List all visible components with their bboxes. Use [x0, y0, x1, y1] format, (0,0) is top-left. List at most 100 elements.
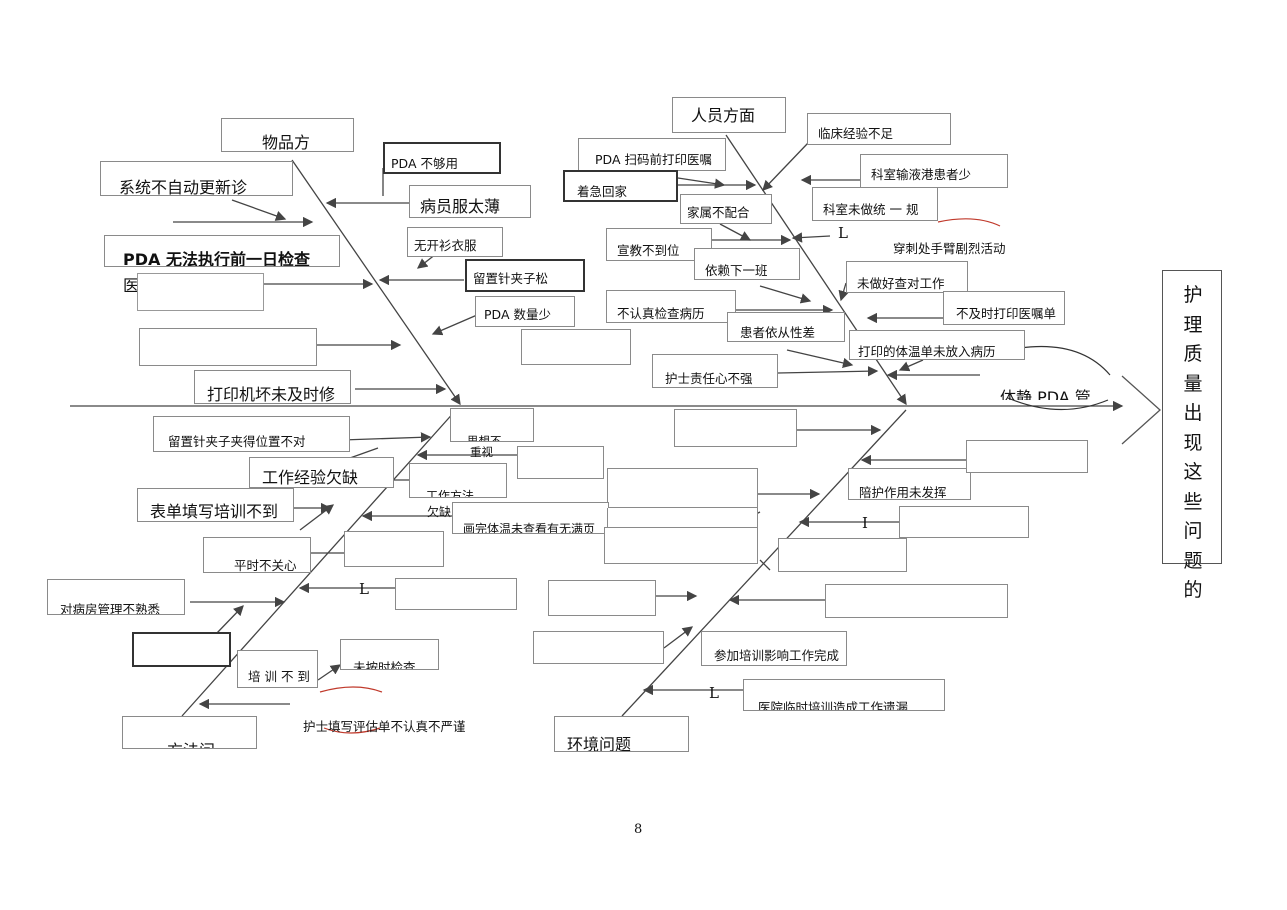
box-rely-next-shift: 依赖下一班 [694, 248, 800, 280]
box-no-check-verify: 未做好查对工作 [846, 261, 968, 293]
box-pda-not-enough: PDA 不够用 [383, 142, 501, 174]
sub-arrow [677, 177, 726, 189]
box-training-affects-work: 参加培训影响工作完成 [701, 631, 847, 666]
box-form-training-lacking: 表单填写培训不到 [137, 488, 294, 522]
text-arm-activity: 穿刺处手臂剧烈活动 [893, 241, 1006, 256]
box-low-responsibility: 护士责任心不强 [652, 354, 778, 388]
sub-arrow [349, 447, 379, 459]
hand-curve [1019, 345, 1111, 376]
head-char: 理 [1183, 313, 1203, 336]
category-environment: 环境问题 [554, 716, 689, 752]
box-blank [825, 584, 1008, 618]
box-blank [548, 580, 656, 616]
effect-head-box: 护理质量出现这些问题的 [1162, 270, 1222, 601]
box-work-method: 工作方法 [409, 463, 507, 498]
head-char: 问 [1183, 520, 1203, 542]
box-blank [137, 273, 264, 311]
text-body-pda-partial: 体静 PDA 管 [1000, 388, 1091, 400]
effect-head-text: 护理质量出现这些问题的 [1163, 281, 1223, 606]
head-char: 量 [1183, 372, 1203, 395]
box-system-no-auto-refresh: 系统不自动更新诊 [100, 161, 293, 196]
box-temp-chart-pages: 画完体温未查看有无满页 [452, 502, 609, 534]
sub-arrow [838, 282, 849, 302]
box-blank [778, 538, 907, 572]
head-char: 些 [1183, 490, 1203, 513]
sub-arrow [777, 365, 879, 377]
box-hurry-home: 着急回家 [563, 170, 678, 202]
head-char: 这 [1183, 461, 1203, 483]
box-printer-broken: 打印机坏未及时修 [194, 370, 351, 404]
box-usual-indifferent: 平时不关心 [203, 537, 311, 573]
box-pda-cannot-execute: PDA 无法执行前一日检查 [104, 235, 340, 267]
text-work-method-line2: 欠缺 [427, 505, 452, 519]
bone-materials [291, 159, 461, 406]
head-char: 护 [1183, 284, 1203, 306]
hand-curve [1007, 397, 1109, 411]
box-needle-clip-loose: 留置针夹子松 [465, 259, 585, 292]
sub-arrow [791, 232, 831, 243]
head-char: 现 [1183, 431, 1203, 454]
box-blank [966, 440, 1088, 473]
box-ward-mgmt-unfamiliar: 对病房管理不熟悉 [47, 579, 185, 615]
hand-mark: L [838, 224, 848, 242]
bone-environment [621, 409, 907, 717]
sub-arrow [231, 199, 287, 221]
box-blank [132, 632, 231, 667]
box-no-timely-check: 未按时检查 [340, 639, 439, 670]
red-underline [319, 686, 383, 693]
sub-arrow [299, 504, 335, 531]
box-few-port-patients: 科室输液港患者少 [860, 154, 1008, 188]
box-temp-sheet-not-filed: 打印的体温单未放入病历 [849, 330, 1025, 360]
box-blank [607, 468, 758, 508]
page-number: 8 [634, 822, 643, 837]
box-blank [395, 578, 517, 610]
sub-arrow [762, 142, 809, 191]
hand-mark: L [709, 684, 719, 702]
hand-mark: I [862, 514, 868, 532]
text-nurse-form-careless: 护士填写评估单不认真不严谨 [303, 719, 466, 734]
box-needle-clip-position-wrong: 留置针夹子夹得位置不对 [153, 416, 350, 452]
hand-mark: L [359, 580, 369, 598]
box-no-cardigan-gown: 无开衫衣服 [407, 227, 503, 257]
head-arrow [1121, 375, 1161, 445]
sub-arrow [898, 359, 924, 372]
sub-arrow [759, 285, 812, 304]
box-blank [607, 508, 758, 528]
box-blank [344, 531, 444, 567]
box-no-timely-print-orders: 不及时打印医嘱单 [943, 291, 1065, 325]
box-blank [674, 409, 797, 447]
sub-arrow [719, 223, 752, 241]
box-blank [521, 329, 631, 365]
sub-arrow [786, 349, 854, 369]
sub-arrow [317, 664, 342, 681]
text-thought-line2: 重视 [470, 445, 493, 458]
box-training-insufficient: 培 训 不 到 [237, 650, 318, 688]
category-people: 人员方面 [672, 97, 786, 133]
box-thought: 思想不 [450, 408, 534, 442]
sub-arrow [663, 626, 694, 649]
box-gown-thin: 病员服太薄 [409, 185, 531, 218]
head-char: 的 [1183, 579, 1203, 601]
box-blank [899, 506, 1029, 538]
box-escort-ineffective: 陪护作用未发挥 [848, 468, 971, 500]
red-underline [323, 727, 381, 734]
box-family-uncooperative: 家属不配合 [680, 194, 772, 224]
sub-arrow [341, 432, 432, 443]
box-blank [533, 631, 664, 664]
box-work-exp-lacking: 工作经验欠缺 [249, 457, 394, 488]
category-methods: 方法问 [122, 716, 257, 749]
sub-arrow [215, 605, 244, 635]
box-blank [517, 446, 604, 479]
box-blank [139, 328, 317, 366]
head-char: 出 [1183, 402, 1203, 424]
box-pda-quantity-low: PDA 数量少 [475, 296, 575, 327]
box-no-careful-record-check: 不认真检查病历 [606, 290, 736, 323]
box-blank [604, 527, 758, 564]
category-materials: 物品方 [221, 118, 354, 152]
sub-arrow [759, 559, 771, 571]
head-char: 质 [1183, 343, 1203, 365]
box-hospital-training-omission: 医院临时培训造成工作遗漏 [743, 679, 945, 711]
box-print-before-scan: PDA 扫码前打印医嘱 [578, 138, 726, 171]
box-clinical-exp-lacking: 临床经验不足 [807, 113, 951, 145]
